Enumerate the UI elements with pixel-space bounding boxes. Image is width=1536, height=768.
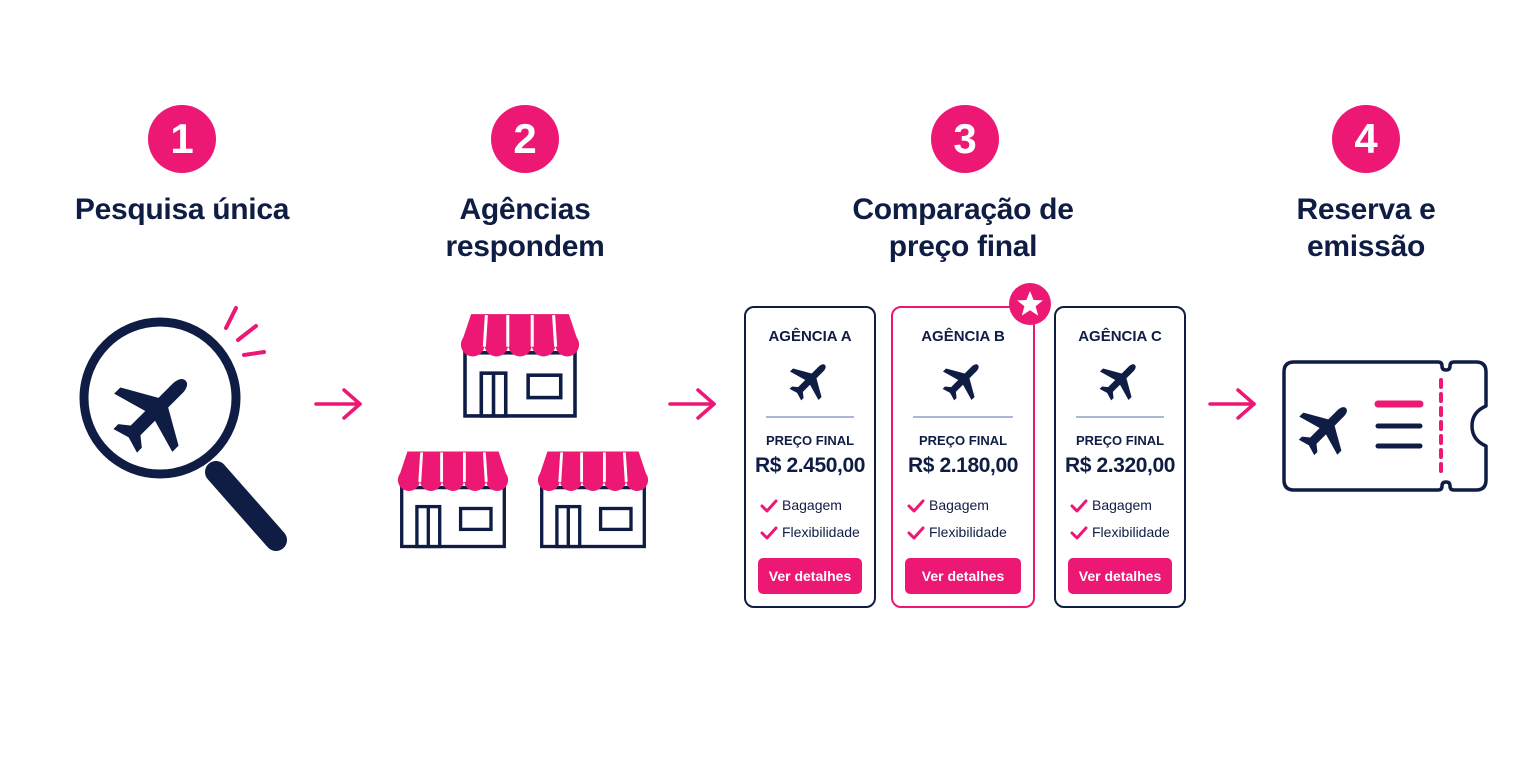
plane-icon — [939, 356, 987, 404]
step-1-title: Pesquisa única — [22, 191, 342, 228]
check-icon — [907, 499, 925, 513]
view-details-button-b[interactable]: Ver detalhes — [905, 558, 1021, 594]
feature-flexibility: Flexibilidade — [907, 524, 1007, 542]
check-icon — [907, 526, 925, 540]
feature-label: Bagagem — [1092, 497, 1152, 513]
star-badge-icon — [1009, 283, 1051, 325]
feature-baggage: Bagagem — [907, 497, 989, 515]
agency-name: AGÊNCIA A — [768, 328, 852, 345]
arrow-right-icon-2 — [668, 388, 716, 420]
divider — [766, 416, 854, 418]
price-label: PREÇO FINAL — [765, 433, 855, 448]
price-label: PREÇO FINAL — [1075, 433, 1165, 448]
price-value: R$ 2.180,00 — [907, 454, 1019, 477]
step-4-number: 4 — [1332, 105, 1400, 173]
store-icon-top — [459, 312, 581, 418]
magnifier-plane-icon — [79, 306, 287, 551]
step-3-title-line1: Comparação de — [852, 193, 1074, 226]
store-icon-right — [536, 449, 650, 549]
storefronts-icon — [396, 310, 656, 556]
divider — [1076, 416, 1164, 418]
check-icon — [1070, 526, 1088, 540]
feature-flexibility: Flexibilidade — [760, 524, 860, 542]
feature-label: Flexibilidade — [782, 524, 860, 540]
divider — [913, 416, 1013, 418]
feature-flexibility: Flexibilidade — [1070, 524, 1170, 542]
price-value: R$ 2.320,00 — [1064, 454, 1176, 477]
plane-icon — [1096, 356, 1144, 404]
check-icon — [760, 499, 778, 513]
agency-name: AGÊNCIA C — [1078, 328, 1162, 345]
check-icon — [760, 526, 778, 540]
view-details-button-c[interactable]: Ver detalhes — [1068, 558, 1172, 594]
step-2-number: 2 — [491, 105, 559, 173]
ticket-icon — [1282, 360, 1488, 492]
feature-baggage: Bagagem — [760, 497, 842, 515]
agency-name: AGÊNCIA B — [921, 328, 1005, 345]
agency-card-c: AGÊNCIA C PREÇO FINAL R$ 2.320,00 Bagage… — [1054, 306, 1186, 608]
feature-label: Flexibilidade — [929, 524, 1007, 540]
price-label: PREÇO FINAL — [918, 433, 1008, 448]
step-4-title: Reserva e emissão — [1206, 191, 1526, 265]
feature-label: Bagagem — [929, 497, 989, 513]
agency-card-a: AGÊNCIA A PREÇO FINAL R$ 2.450,00 Bagage… — [744, 306, 876, 608]
step-1-title-line1: Pesquisa única — [74, 193, 290, 226]
step-4-title-line2: emissão — [1307, 230, 1425, 263]
step-4-title-line1: Reserva e — [1296, 193, 1436, 226]
agency-card-b: AGÊNCIA B PREÇO FINAL R$ 2.180,00 Bagage… — [891, 306, 1035, 608]
sparkle-lines — [224, 306, 266, 357]
view-details-button-a[interactable]: Ver detalhes — [758, 558, 862, 594]
feature-label: Bagagem — [782, 497, 842, 513]
step-2-title-line1: Agências — [459, 193, 591, 226]
step-2-title-line2: respondem — [445, 230, 605, 263]
step-3-title: Comparação de preço final — [803, 191, 1123, 265]
check-icon — [1070, 499, 1088, 513]
feature-baggage: Bagagem — [1070, 497, 1152, 515]
arrow-right-icon-1 — [314, 388, 362, 420]
price-value: R$ 2.450,00 — [754, 454, 866, 477]
plane-icon — [786, 356, 834, 404]
feature-label: Flexibilidade — [1092, 524, 1170, 540]
step-1-number: 1 — [148, 105, 216, 173]
step-3-number: 3 — [931, 105, 999, 173]
step-2-title: Agências respondem — [365, 191, 685, 265]
arrow-right-icon-3 — [1208, 388, 1256, 420]
store-icon-left — [396, 449, 510, 549]
step-3-title-line2: preço final — [888, 230, 1038, 263]
